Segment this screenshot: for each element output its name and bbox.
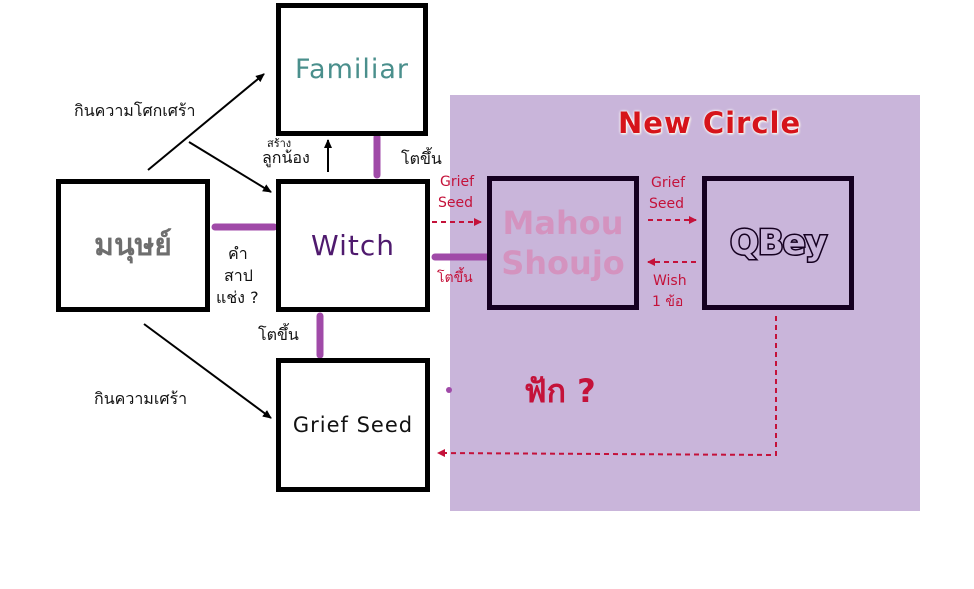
edge-label-grief-seed-2b: Seed (649, 196, 684, 212)
edge-label-curse-3: แช่ง ? (216, 288, 259, 307)
edge-label-wish-1: Wish (653, 273, 687, 289)
mahou-line-1: Mahou (502, 204, 624, 242)
node-grief-seed[interactable]: Grief Seed (276, 358, 430, 492)
edge-label-wish-2: 1 ข้อ (652, 294, 684, 310)
region-title: New Circle (618, 106, 802, 140)
edge-label-curse-1: คำ (228, 244, 248, 263)
edge-label-eat-despair: กินความโศกเศร้า (74, 101, 196, 120)
node-human[interactable]: มนุษย์ (56, 179, 210, 312)
edge-label-minion: ลูกน้อง (262, 148, 310, 167)
node-witch-label: Witch (311, 229, 395, 262)
edge-label-grow-grief: โตขึ้น (258, 325, 299, 344)
edge-label-grow-familiar: โตขึ้น (401, 149, 442, 168)
mahou-line-2: Shoujo (501, 244, 625, 282)
node-qbey[interactable]: QBey (702, 176, 854, 310)
edge-label-grief-seed-1b: Seed (438, 195, 473, 211)
arrow-human-to-familiar (147, 73, 265, 171)
node-witch[interactable]: Witch (276, 179, 430, 312)
node-mahou-shoujo-label: Mahou Shoujo (501, 203, 625, 283)
node-qbey-label: QBey (728, 222, 828, 265)
edge-label-create: สร้าง (267, 137, 292, 150)
edge-label-eat-sadness: กินความเศร้า (94, 389, 188, 408)
hatch-question-label: ฟัก ? (524, 372, 596, 410)
edge-label-curse-2: สาป (224, 266, 253, 285)
edge-label-grief-seed-2a: Grief (651, 175, 686, 191)
edge-label-grow-mahou: โตขึ้น (437, 270, 473, 286)
node-human-label: มนุษย์ (94, 228, 172, 263)
node-familiar[interactable]: Familiar (276, 3, 428, 136)
node-mahou-shoujo[interactable]: Mahou Shoujo (487, 176, 639, 310)
node-grief-seed-label: Grief Seed (292, 413, 414, 437)
edge-label-grief-seed-1a: Grief (440, 174, 475, 190)
node-familiar-label: Familiar (294, 54, 410, 85)
